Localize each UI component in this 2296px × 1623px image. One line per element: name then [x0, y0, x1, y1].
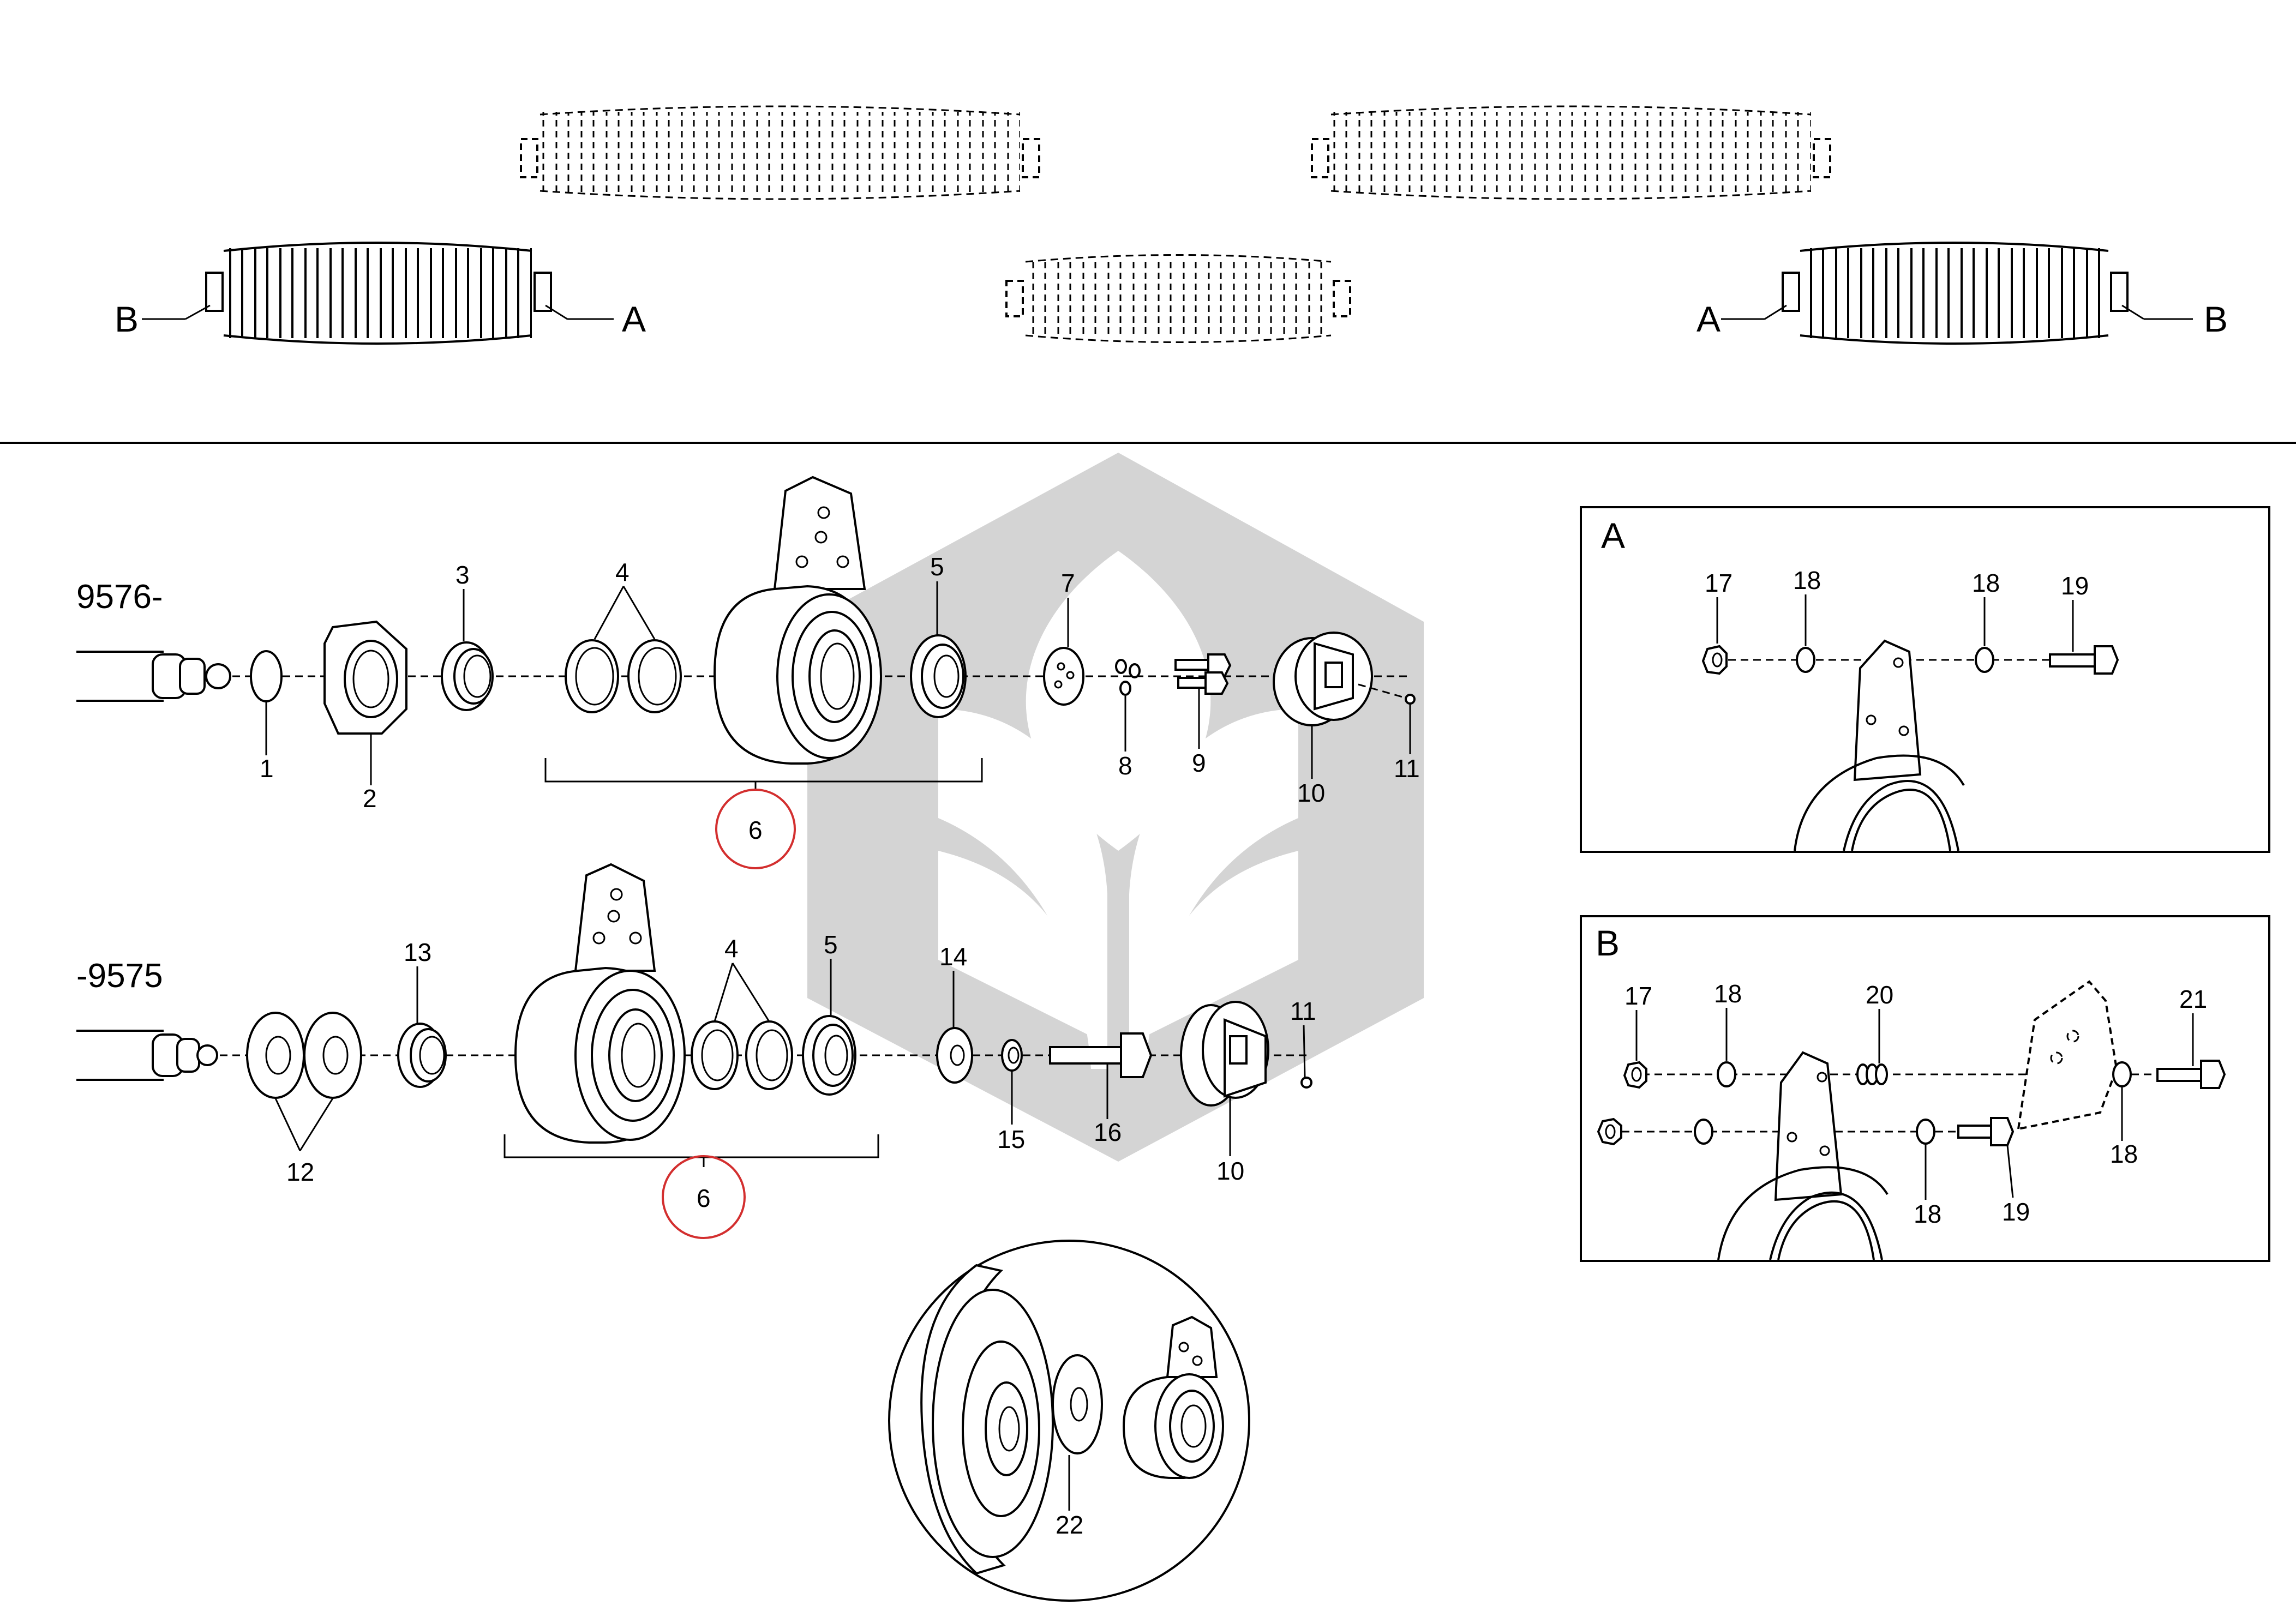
callout-5-upper: 5 [930, 552, 944, 581]
part-19-bolt-b [1957, 1117, 2015, 1146]
nut-lower-b [1597, 1117, 1622, 1146]
drum-dashed-top-right [1311, 105, 1831, 200]
callout-14-lower: 14 [939, 942, 967, 971]
callout-18-b3: 18 [1914, 1200, 1941, 1228]
callout-9-upper: 9 [1192, 749, 1206, 777]
part-15-washer [1001, 1039, 1023, 1072]
part-12-washers [246, 1012, 362, 1099]
callout-5-lower: 5 [824, 930, 838, 959]
inset-b: B [1580, 915, 2270, 1262]
variant-label-upper: 9576- [76, 578, 163, 616]
part-18-washer-b3 [1916, 1119, 1935, 1145]
callout-6-lower: 6 [697, 1184, 711, 1212]
dashed-bracket-b [2017, 980, 2118, 1131]
callout-17-a: 17 [1705, 569, 1733, 597]
assembly-upper: 9576- [76, 476, 1420, 869]
callout-18-b1: 18 [1714, 979, 1742, 1008]
inset-a: A 17 18 18 19 [1580, 506, 2270, 853]
part-13-bushing [397, 1023, 447, 1088]
part-2-nut [323, 620, 407, 735]
callout-12-lower: 12 [286, 1158, 314, 1186]
assembly-lower: -9575 [76, 863, 1316, 1239]
callout-22: 22 [1056, 1511, 1083, 1539]
callout-10-upper: 10 [1297, 779, 1325, 807]
callout-8-upper: 8 [1118, 752, 1132, 780]
part-6-bearing-housing-upper [713, 476, 882, 765]
callout-3-upper: 3 [455, 561, 470, 589]
part-3-bushing [441, 641, 494, 711]
shaft-upper [76, 651, 231, 702]
part-19-bolt-a [2049, 645, 2119, 675]
overview-drums: B A A B [115, 105, 2228, 345]
callout-19-a: 19 [2061, 572, 2089, 600]
callout-11-upper: 11 [1394, 754, 1420, 783]
part-14-washer [936, 1027, 973, 1084]
drum-solid-right: A B [1696, 242, 2228, 345]
part-18-washer-b1 [1717, 1061, 1736, 1087]
callout-4-upper: 4 [615, 558, 630, 586]
shaft-lower [76, 1030, 218, 1081]
part-18-washer-a1 [1796, 647, 1815, 673]
part-5-bearing-upper [910, 634, 967, 718]
part-10-cap-upper [1273, 632, 1373, 726]
part-8-washers [1115, 659, 1141, 696]
bracket-a [1794, 639, 1965, 851]
detail-circle-22: 22 [888, 1240, 1250, 1602]
watermark-logo [807, 453, 1424, 1162]
bracket-b [1717, 1051, 1889, 1260]
callout-17-b: 17 [1624, 982, 1652, 1010]
callout-18-b2: 18 [2110, 1140, 2138, 1168]
part-1-ring [250, 650, 283, 702]
part-16-bolt [1049, 1032, 1153, 1078]
ref-letter-b-right: B [2204, 299, 2228, 339]
part-18-washer-a2 [1975, 647, 1994, 673]
part-9-bolts [1174, 653, 1232, 695]
part-4-rings-upper [565, 639, 682, 713]
part-7-disc [1043, 647, 1084, 706]
callout-7-upper: 7 [1061, 569, 1075, 597]
callout-10-lower: 10 [1216, 1157, 1244, 1185]
callout-6-upper: 6 [748, 816, 763, 844]
part-11-screw-upper [1405, 694, 1416, 705]
drum-solid-left: B A [115, 242, 646, 345]
callout-4-lower: 4 [724, 934, 739, 963]
callout-18-a2: 18 [1972, 569, 2000, 597]
callout-2-upper: 2 [363, 784, 377, 813]
part-17-nut-b [1623, 1061, 1647, 1089]
callout-15-lower: 15 [997, 1125, 1025, 1153]
drum-dashed-top-left [520, 105, 1040, 200]
ref-letter-b-left: B [115, 299, 139, 339]
part-18-washer-b2 [2112, 1061, 2132, 1087]
callout-1-upper: 1 [260, 754, 274, 783]
part-21-bolt [2156, 1060, 2226, 1089]
callout-18-a1: 18 [1793, 566, 1821, 594]
inset-b-title: B [1596, 923, 1620, 963]
callout-13-lower: 13 [404, 938, 431, 966]
part-10-cap-lower [1180, 1001, 1269, 1107]
part-20-spacers [1856, 1063, 1888, 1085]
callout-11-lower: 11 [1290, 997, 1316, 1025]
callout-19-b: 19 [2002, 1198, 2030, 1226]
ref-letter-a-left: A [622, 299, 646, 339]
highlight-circle-6-upper [715, 789, 796, 869]
washer-lower-b1 [1694, 1119, 1713, 1145]
ref-letter-a-right: A [1696, 299, 1720, 339]
callout-20: 20 [1866, 981, 1893, 1009]
part-4-rings-lower [691, 1020, 793, 1090]
inset-a-title: A [1601, 515, 1625, 556]
part-5-bearing-lower [802, 1015, 856, 1096]
variant-label-lower: -9575 [76, 957, 163, 995]
drum-dashed-middle [1005, 254, 1351, 343]
highlight-circle-6-lower [662, 1155, 746, 1239]
part-11-screw-lower [1300, 1077, 1312, 1089]
part-17-nut-a [1701, 645, 1728, 675]
callout-16-lower: 16 [1094, 1118, 1122, 1146]
part-6-bearing-housing-lower [514, 863, 686, 1144]
callout-21: 21 [2179, 985, 2207, 1013]
